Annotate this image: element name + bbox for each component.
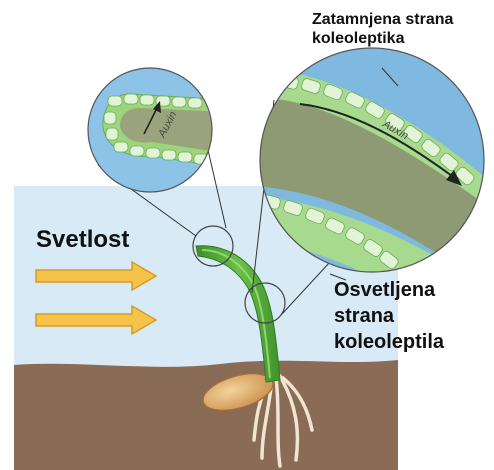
lit-side-label-line1: Osvetljena xyxy=(334,277,444,303)
lit-side-label: Osvetljena strana koleoleptila xyxy=(334,277,444,355)
shaded-side-label: Zatamnjena strana koleoleptika xyxy=(312,10,453,48)
lit-side-label-line3: koleoleptila xyxy=(334,329,444,355)
tip-zoom: Auxin xyxy=(88,68,230,192)
lit-side-label-line2: strana xyxy=(334,303,444,329)
shaded-side-label-line1: Zatamnjena strana xyxy=(312,10,453,29)
shaded-side-label-line2: koleoleptika xyxy=(312,29,453,48)
soil xyxy=(14,360,398,470)
light-label: Svetlost xyxy=(36,226,129,255)
